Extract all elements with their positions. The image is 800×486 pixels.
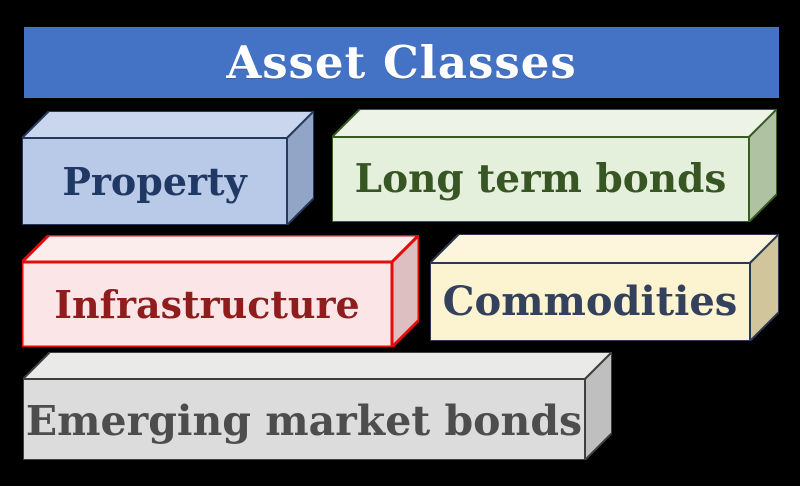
cube-front-face [430,262,751,341]
cube-shape [23,352,612,460]
asset-box-label-long-term-bonds: Long term bonds [354,156,727,202]
asset-box-commodities: Commodities [430,234,779,341]
cube-shape [22,111,314,225]
cube-shape [332,109,777,222]
cube-front-face [23,378,586,460]
cube-front-face [332,136,750,222]
cube-top-face [23,352,612,380]
cube-top-face [22,235,419,264]
asset-box-label-infrastructure: Infrastructure [54,281,360,327]
cube-front-face [22,260,394,347]
asset-box-property: Property [22,111,314,225]
cube-top-face [430,234,779,264]
asset-box-label-property: Property [62,158,247,204]
asset-box-emerging-market-bonds: Emerging market bonds [23,352,612,460]
page-title: Asset Classes [226,36,577,89]
cube-top-face [332,109,777,138]
cube-shape [430,234,779,341]
cube-shape [22,235,419,347]
cube-top-face [22,111,314,139]
asset-box-label-commodities: Commodities [442,278,738,325]
asset-box-label-emerging-market-bonds: Emerging market bonds [25,397,583,445]
title-banner: Asset Classes [24,27,779,98]
cube-front-face [22,137,288,225]
asset-box-long-term-bonds: Long term bonds [332,109,777,222]
asset-box-infrastructure: Infrastructure [22,235,419,347]
